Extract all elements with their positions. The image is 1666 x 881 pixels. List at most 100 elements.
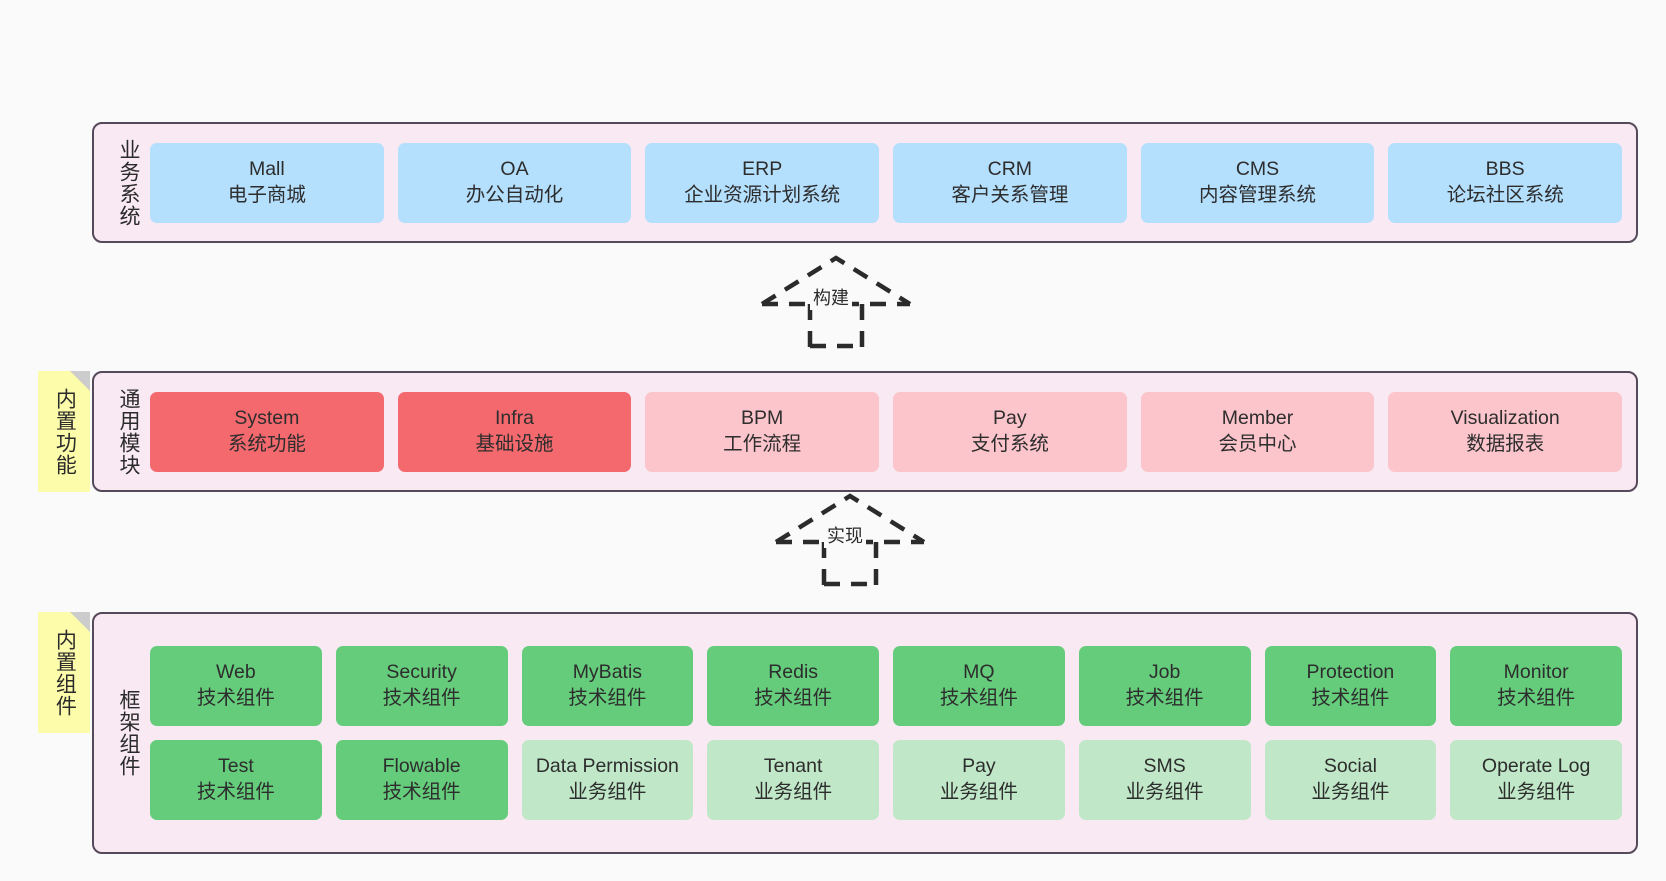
card-pay-biz-desc: 业务组件 [939,781,1018,803]
card-web-desc: 技术组件 [196,687,275,709]
arrow-implement-icon [774,493,926,587]
arrow-implement: 实现 [766,490,934,587]
note-builtin-component: 内置组件 [38,612,90,733]
card-bbs-title: BBS [1485,157,1525,180]
card-mq-title: MQ [963,661,995,684]
card-web-title: Web [216,661,256,684]
layer-common-module: 通用模块 System 系统功能 Infra 基础设施 BPM 工作流程 Pay… [92,371,1638,492]
card-pay-title: Pay [993,406,1027,429]
card-infra-desc: 基础设施 [475,432,554,455]
card-test[interactable]: Test 技术组件 [150,740,322,820]
card-mybatis-desc: 技术组件 [568,687,647,709]
card-operate-log-title: Operate Log [1481,755,1591,778]
card-job[interactable]: Job 技术组件 [1078,646,1251,726]
card-bbs-desc: 论坛社区系统 [1446,183,1564,206]
card-redis-desc: 技术组件 [754,687,833,709]
card-mall-desc: 电子商城 [227,183,306,206]
card-member-desc: 会员中心 [1218,432,1297,455]
card-bpm[interactable]: BPM 工作流程 [645,391,880,472]
layer-business-system: 业务系统 Mall 电子商城 OA 办公自动化 ERP 企业资源计划系统 CRM… [92,122,1638,243]
card-protection[interactable]: Protection 技术组件 [1264,646,1437,726]
card-pay-desc: 支付系统 [970,432,1049,455]
note-builtin-function: 内置功能 [38,371,90,492]
card-bbs[interactable]: BBS 论坛社区系统 [1388,142,1623,223]
card-pay-biz[interactable]: Pay 业务组件 [893,740,1065,820]
card-system-desc: 系统功能 [227,432,306,455]
card-mq-desc: 技术组件 [939,687,1018,709]
card-crm-desc: 客户关系管理 [951,183,1069,206]
card-data-permission-title: Data Permission [535,755,679,778]
card-mq[interactable]: MQ 技术组件 [893,646,1065,726]
arrow-build-label: 构建 [810,284,852,310]
note-builtin-component-label: 内置组件 [53,628,77,717]
card-data-permission-desc: 业务组件 [568,781,647,803]
card-social-title: Social [1323,755,1377,778]
arrow-build: 构建 [752,252,920,349]
card-job-title: Job [1148,661,1181,684]
card-visualization[interactable]: Visualization 数据报表 [1388,391,1623,472]
framework-tech-row: Web 技术组件 Security 技术组件 MyBatis 技术组件 Redi… [150,646,1622,726]
note-builtin-function-label: 内置功能 [53,387,77,476]
card-bpm-desc: 工作流程 [723,432,802,455]
card-cms-desc: 内容管理系统 [1199,183,1317,206]
card-erp-title: ERP [742,157,783,180]
business-card-row: Mall 电子商城 OA 办公自动化 ERP 企业资源计划系统 CRM 客户关系… [150,142,1623,223]
card-test-title: Test [217,755,254,778]
card-infra-title: Infra [494,406,535,429]
card-protection-title: Protection [1306,661,1395,684]
card-cms[interactable]: CMS 内容管理系统 [1140,142,1375,223]
card-social[interactable]: Social 业务组件 [1264,740,1437,820]
card-system-title: System [234,406,300,429]
card-crm-title: CRM [987,157,1033,180]
card-job-desc: 技术组件 [1125,687,1204,709]
card-flowable-desc: 技术组件 [382,781,461,803]
card-flowable[interactable]: Flowable 技术组件 [335,740,508,820]
layer-framework-component: 框架组件 Web 技术组件 Security 技术组件 MyBatis 技术组件… [92,612,1638,854]
card-system[interactable]: System 系统功能 [150,391,384,472]
card-erp[interactable]: ERP 企业资源计划系统 [645,142,880,223]
card-sms-title: SMS [1143,755,1186,778]
note-fold-icon [70,371,90,391]
card-redis[interactable]: Redis 技术组件 [707,646,879,726]
card-mall[interactable]: Mall 电子商城 [150,142,384,223]
framework-biz-row: Test 技术组件 Flowable 技术组件 Data Permission … [150,740,1622,820]
card-tenant[interactable]: Tenant 业务组件 [707,740,879,820]
card-member[interactable]: Member 会员中心 [1140,391,1375,472]
layer-business-system-body: Mall 电子商城 OA 办公自动化 ERP 企业资源计划系统 CRM 客户关系… [146,124,1636,241]
card-data-permission[interactable]: Data Permission 业务组件 [521,740,694,820]
card-security-title: Security [386,661,457,684]
card-operate-log-desc: 业务组件 [1497,781,1576,803]
card-visualization-desc: 数据报表 [1466,432,1545,455]
card-infra[interactable]: Infra 基础设施 [397,391,632,472]
card-monitor-title: Monitor [1503,661,1569,684]
card-social-desc: 业务组件 [1311,781,1390,803]
card-oa[interactable]: OA 办公自动化 [397,142,632,223]
card-security-desc: 技术组件 [382,687,461,709]
arrow-build-icon [760,255,912,349]
card-pay-biz-title: Pay [962,755,996,778]
card-web[interactable]: Web 技术组件 [150,646,322,726]
common-card-row: System 系统功能 Infra 基础设施 BPM 工作流程 Pay 支付系统… [150,391,1623,472]
card-sms[interactable]: SMS 业务组件 [1078,740,1251,820]
layer-framework-component-label: 框架组件 [117,689,140,777]
card-pay[interactable]: Pay 支付系统 [893,391,1127,472]
card-security[interactable]: Security 技术组件 [335,646,508,726]
card-mybatis[interactable]: MyBatis 技术组件 [521,646,694,726]
card-sms-desc: 业务组件 [1125,781,1204,803]
card-redis-title: Redis [768,661,819,684]
card-flowable-title: Flowable [382,755,461,778]
card-mybatis-title: MyBatis [572,661,643,684]
card-protection-desc: 技术组件 [1311,687,1390,709]
card-bpm-title: BPM [741,406,784,429]
card-monitor[interactable]: Monitor 技术组件 [1450,646,1622,726]
card-tenant-title: Tenant [763,755,823,778]
card-oa-desc: 办公自动化 [465,183,564,206]
card-erp-desc: 企业资源计划系统 [684,183,841,206]
card-visualization-title: Visualization [1450,406,1560,429]
card-member-title: Member [1221,406,1294,429]
card-test-desc: 技术组件 [196,781,275,803]
card-cms-title: CMS [1235,157,1280,180]
card-crm[interactable]: CRM 客户关系管理 [893,142,1127,223]
card-operate-log[interactable]: Operate Log 业务组件 [1450,740,1622,820]
card-mall-title: Mall [248,157,285,180]
